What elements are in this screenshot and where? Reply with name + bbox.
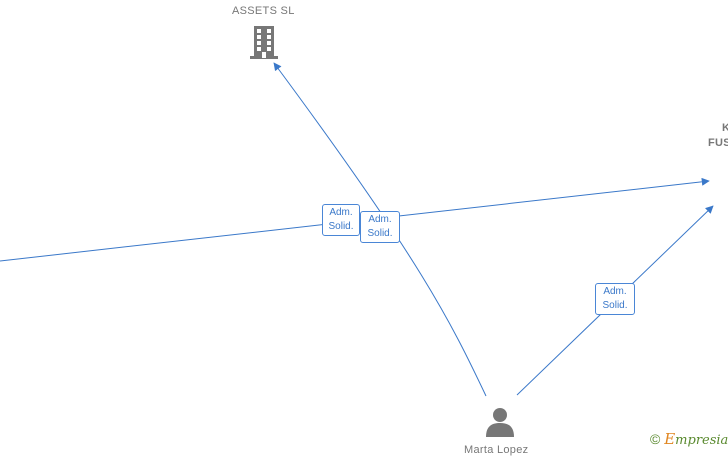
edge-label-line1: Adm. — [603, 286, 627, 297]
node-label-assets[interactable]: ASSETS SL — [232, 5, 295, 17]
edge-label-left-to-right[interactable]: Adm. Solid. — [322, 204, 360, 236]
edge-label-person-to-right[interactable]: Adm. Solid. — [595, 283, 635, 315]
brand-initial: E — [664, 430, 676, 448]
edge-label-line1: Adm. — [329, 207, 353, 218]
edge-label-line2: Solid. — [367, 228, 393, 239]
edge-label-line2: Solid. — [328, 221, 354, 232]
edge-label-line2: Solid. — [602, 300, 628, 311]
edge-line-person-to-assets — [273, 62, 487, 397]
node-label-person[interactable]: Marta Lopez — [464, 444, 529, 456]
node-label-right-company-line2[interactable]: FUS — [708, 137, 728, 149]
copyright-symbol: © — [650, 431, 661, 447]
edge-label-person-to-assets[interactable]: Adm. Solid. — [360, 211, 400, 243]
person-icon[interactable] — [484, 406, 516, 438]
empresia-watermark: © Empresia — [650, 430, 728, 448]
edge-label-line1: Adm. — [368, 214, 392, 225]
building-icon[interactable] — [248, 24, 280, 60]
node-label-right-company-line1[interactable]: K — [722, 122, 728, 134]
brand-name: mpresia — [675, 433, 728, 448]
